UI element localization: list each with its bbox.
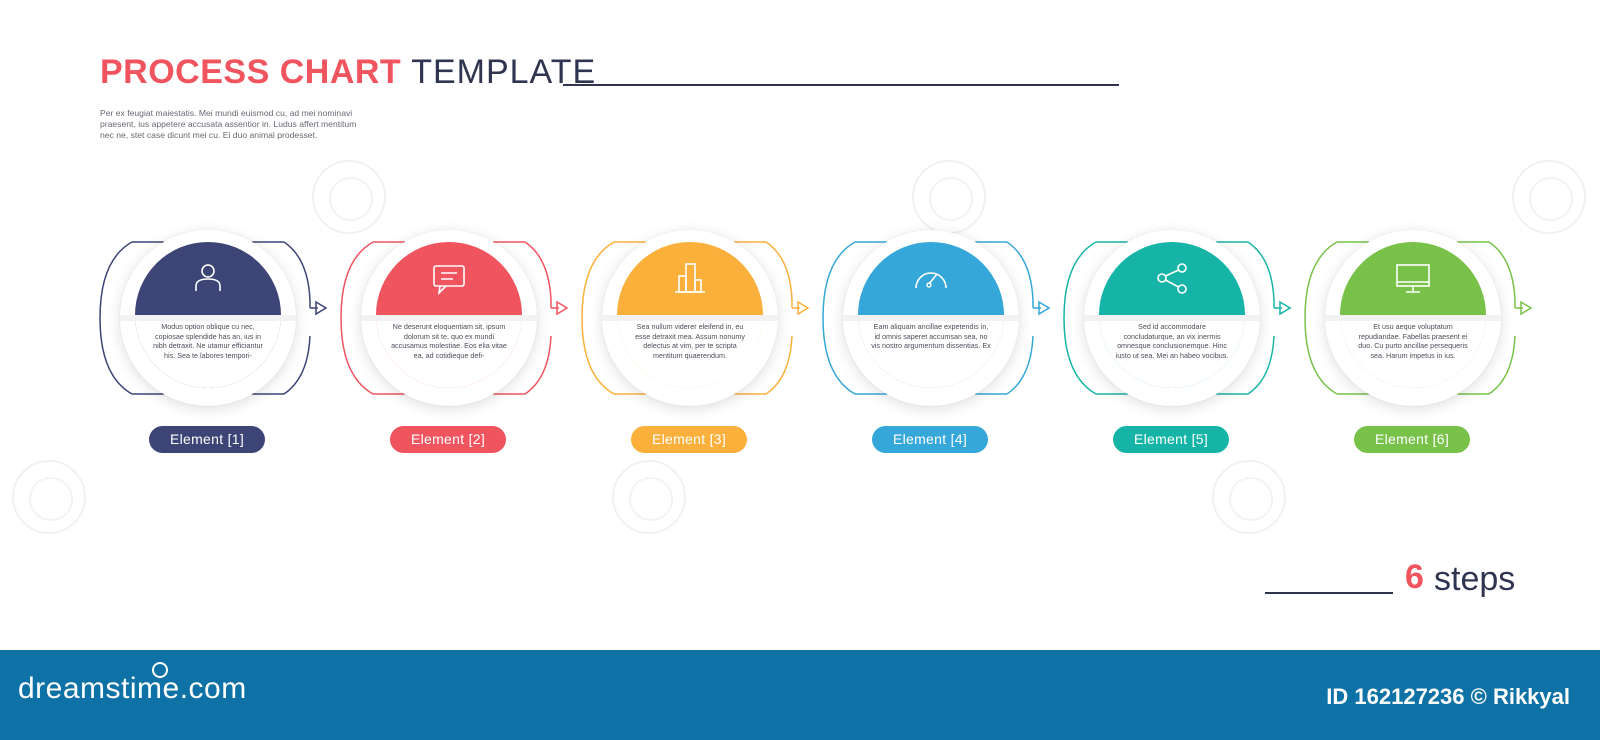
gauge-icon xyxy=(915,272,947,289)
image-credit: ID 162127236 © Rikkyal xyxy=(1326,684,1570,709)
step-label-pill: Element [3] xyxy=(631,426,747,453)
process-step: Sea nullum viderer eleifend in, eu esse … xyxy=(570,228,810,478)
arrow-right-icon xyxy=(1279,300,1292,316)
step-description: Modus option oblique cu nec, copiosae sp… xyxy=(153,322,263,360)
step-label-pill: Element [6] xyxy=(1354,426,1470,453)
step-description: Sed id accommodare concludaturque, an vi… xyxy=(1115,322,1229,360)
step-description: Eam aliquam ancillae expetendis in, id o… xyxy=(871,322,991,351)
step-outline xyxy=(581,241,810,395)
brand-logo: dreamstime.com xyxy=(18,672,247,705)
arrow-right-icon xyxy=(1520,300,1533,316)
brand-swirl-icon xyxy=(152,662,168,678)
step-outline xyxy=(99,241,328,395)
arrow-right-icon xyxy=(797,300,810,316)
process-step: Et usu aeque voluptatum repudiandae. Fab… xyxy=(1293,228,1533,478)
arrow-right-icon xyxy=(1038,300,1051,316)
title: PROCESS CHART TEMPLATE xyxy=(100,52,596,92)
person-icon xyxy=(195,264,221,291)
steps-count: 6 xyxy=(1405,558,1424,596)
step-label-pill: Element [2] xyxy=(390,426,506,453)
chat-icon xyxy=(433,265,465,296)
process-step: Modus option oblique cu nec, copiosae sp… xyxy=(88,228,328,478)
process-step: Sed id accommodare concludaturque, an vi… xyxy=(1052,228,1292,478)
watermark-swirl-icon xyxy=(1512,160,1586,234)
watermark-swirl-icon xyxy=(912,160,986,234)
arrow-right-icon xyxy=(556,300,569,316)
step-outline xyxy=(1304,241,1533,395)
watermark-swirl-icon xyxy=(12,460,86,534)
title-underline xyxy=(563,84,1119,86)
step-circle: Modus option oblique cu nec, copiosae sp… xyxy=(120,230,296,406)
step-circle: Sea nullum viderer eleifend in, eu esse … xyxy=(602,230,778,406)
steps-underline xyxy=(1265,592,1393,594)
step-circle: Sed id accommodare concludaturque, an vi… xyxy=(1084,230,1260,406)
arrow-right-icon xyxy=(315,300,328,316)
title-bold: PROCESS CHART xyxy=(100,52,402,91)
process-step: Eam aliquam ancillae expetendis in, id o… xyxy=(811,228,1051,478)
step-label-pill: Element [4] xyxy=(872,426,988,453)
share-icon xyxy=(1157,263,1187,294)
step-description: Et usu aeque voluptatum repudiandae. Fab… xyxy=(1358,322,1468,360)
step-outline xyxy=(822,241,1051,395)
step-circle: Ne deserunt eloquentiam sit, ipsum dolor… xyxy=(361,230,537,406)
step-outline xyxy=(1063,241,1292,395)
watermark-swirl-icon xyxy=(612,460,686,534)
step-circle: Eam aliquam ancillae expetendis in, id o… xyxy=(843,230,1019,406)
intro-text: Per ex feugiat maiestatis. Mei mundi eui… xyxy=(100,108,357,140)
step-label-pill: Element [1] xyxy=(149,426,265,453)
watermark-swirl-icon xyxy=(312,160,386,234)
step-description: Ne deserunt eloquentiam sit, ipsum dolor… xyxy=(391,322,507,360)
buildings-icon xyxy=(675,263,705,293)
footer-bar: dreamstime.com ID 162127236 © Rikkyal xyxy=(0,650,1600,740)
step-outline xyxy=(340,241,569,395)
step-circle: Et usu aeque voluptatum repudiandae. Fab… xyxy=(1325,230,1501,406)
steps-word: steps xyxy=(1434,560,1516,598)
watermark-swirl-icon xyxy=(1212,460,1286,534)
step-label-pill: Element [5] xyxy=(1113,426,1229,453)
process-step: Ne deserunt eloquentiam sit, ipsum dolor… xyxy=(329,228,569,478)
monitor-icon xyxy=(1396,264,1430,293)
step-description: Sea nullum viderer eleifend in, eu esse … xyxy=(635,322,745,360)
